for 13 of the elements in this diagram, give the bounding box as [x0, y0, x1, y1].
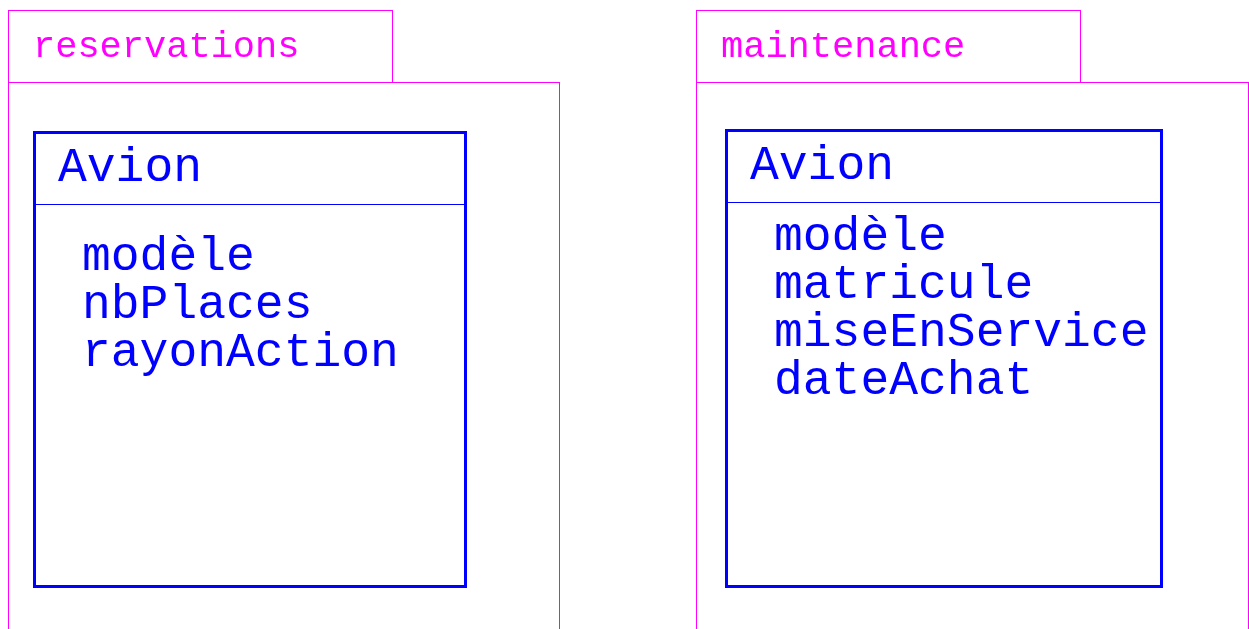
attribute-name: matricule — [773, 261, 1034, 309]
class-name: Avion — [36, 134, 464, 205]
attribute-name: rayonAction — [81, 329, 399, 377]
attribute-name: modèle — [81, 233, 255, 281]
package-name: maintenance — [696, 10, 1081, 83]
attribute-name: dateAchat — [773, 357, 1034, 405]
package-name: reservations — [8, 10, 393, 83]
class-box — [725, 129, 1163, 588]
attribute-name: miseEnService — [773, 309, 1149, 357]
attribute-name: modèle — [773, 213, 947, 261]
class-box — [33, 131, 467, 588]
attribute-name: nbPlaces — [81, 281, 313, 329]
class-name: Avion — [728, 132, 1160, 203]
